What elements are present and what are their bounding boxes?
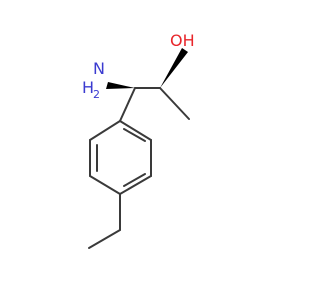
hydroxyl-label: OH xyxy=(170,31,195,50)
amine-h-label: H xyxy=(82,78,94,97)
ring-bond-3 xyxy=(89,175,121,195)
ring-bond-6 xyxy=(119,120,152,141)
wedge-bond-nh2 xyxy=(106,82,135,89)
amine-subscript-label: 2 xyxy=(93,88,100,101)
bond-c2-ch3 xyxy=(159,87,190,120)
bond-ch2-ch3 xyxy=(88,229,121,249)
ring-bond-4 xyxy=(119,175,152,195)
molecule-structure: OH H 2 N xyxy=(82,31,195,249)
ring-bond-1 xyxy=(89,120,121,141)
ring-double-bond-2 xyxy=(123,173,146,187)
ring-double-bond-3 xyxy=(123,128,146,142)
bond-c1-ring xyxy=(119,87,136,122)
amine-n-label: N xyxy=(93,59,105,78)
wedge-bond-oh xyxy=(160,48,188,88)
molecule-canvas: OH H 2 N xyxy=(82,31,195,249)
